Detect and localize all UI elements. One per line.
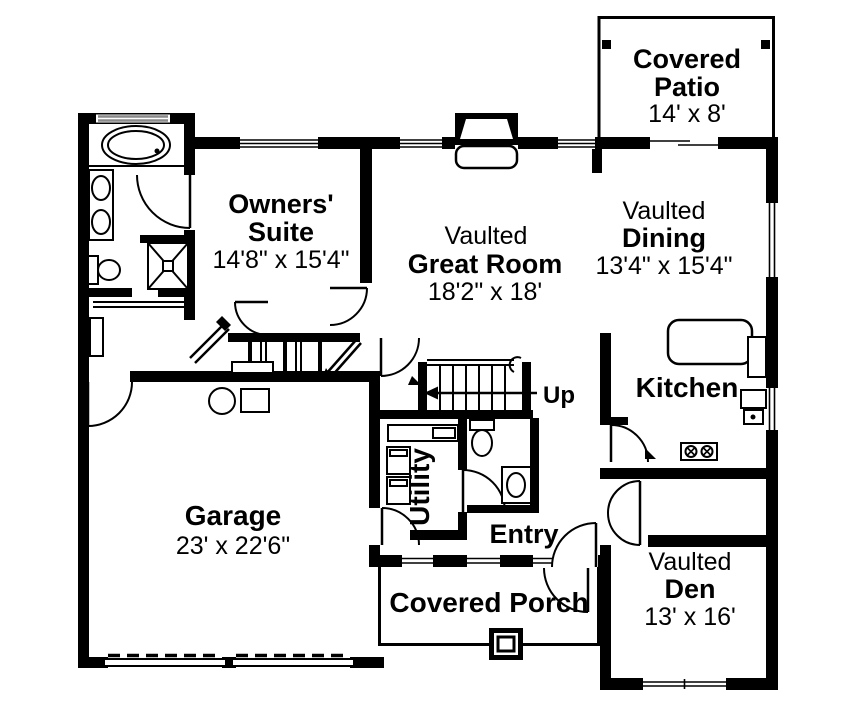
room-label-great-room: Vaulted Great Room 18'2" x 18' — [408, 222, 563, 306]
patio-post-icon — [602, 40, 611, 49]
exterior-walls — [78, 113, 778, 690]
range-icon — [680, 442, 718, 461]
refrigerator-icon — [747, 336, 767, 378]
svg-text:13'4" x 15'4": 13'4" x 15'4" — [595, 252, 732, 280]
fireplace-icon — [454, 113, 519, 170]
washer-dryer-icon — [386, 446, 411, 505]
covered-patio-outline — [597, 16, 775, 138]
patio-post-icon — [761, 40, 770, 49]
room-label-utility: Utility — [404, 448, 435, 526]
svg-text:13' x 16': 13' x 16' — [644, 603, 736, 631]
room-labels: Covered Patio 14' x 8' Owners' Suite 14'… — [176, 44, 741, 631]
staircase: Up — [424, 356, 575, 410]
room-label-owners-suite: Owners' Suite 14'8" x 15'4" — [212, 189, 349, 274]
stairs-up-label: Up — [543, 382, 575, 409]
closet-shelf-lines — [89, 301, 302, 374]
room-label-kitchen: Kitchen — [636, 372, 739, 403]
sliding-door-icon — [650, 140, 718, 146]
room-label-dining: Vaulted Dining 13'4" x 15'4" — [595, 197, 732, 280]
svg-text:Dining: Dining — [622, 223, 706, 253]
covered-porch-outline — [378, 567, 600, 660]
svg-text:23' x 22'6": 23' x 22'6" — [176, 532, 290, 560]
door-swing-icons — [86, 174, 656, 613]
svg-text:Vaulted: Vaulted — [649, 548, 732, 576]
toilet-icon — [87, 255, 121, 285]
room-label-covered-patio: Covered Patio 14' x 8' — [633, 44, 741, 128]
svg-text:Garage: Garage — [185, 500, 282, 531]
kitchen-island-icon — [666, 318, 754, 366]
window-icon — [402, 557, 552, 564]
room-label-entry: Entry — [489, 519, 558, 549]
svg-text:Vaulted: Vaulted — [623, 197, 706, 225]
svg-text:Suite: Suite — [248, 217, 314, 247]
svg-text:Great Room: Great Room — [408, 249, 563, 279]
svg-text:Vaulted: Vaulted — [445, 222, 528, 250]
utility-counter-icon — [387, 424, 459, 442]
window-icon — [768, 203, 776, 430]
shower-icon — [147, 242, 189, 290]
room-label-garage: Garage 23' x 22'6" — [176, 500, 290, 560]
svg-text:Covered: Covered — [633, 44, 741, 74]
svg-text:14'8" x 15'4": 14'8" x 15'4" — [212, 246, 349, 274]
vanity-sinks-icon — [88, 169, 114, 241]
water-heater-icon — [208, 387, 270, 415]
up-arrow-icon — [424, 386, 537, 400]
svg-text:18'2" x 18': 18'2" x 18' — [428, 278, 542, 306]
angled-door-icon — [189, 316, 362, 378]
bathtub-icon — [89, 125, 184, 167]
window-icon — [240, 139, 595, 148]
room-label-covered-porch: Covered Porch — [389, 587, 588, 618]
svg-text:14' x 8': 14' x 8' — [648, 100, 726, 128]
powder-toilet-icon — [469, 419, 495, 457]
interior-walls — [78, 124, 778, 540]
svg-text:Den: Den — [664, 574, 715, 604]
window-icon — [643, 679, 726, 689]
garage-door-icon — [103, 653, 355, 667]
kitchen-sink-icon — [740, 389, 767, 425]
svg-text:Owners': Owners' — [228, 189, 333, 219]
svg-text:Patio: Patio — [654, 72, 720, 102]
powder-sink-icon — [501, 466, 532, 504]
porch-column-icon — [489, 628, 523, 660]
room-label-den: Vaulted Den 13' x 16' — [644, 548, 736, 631]
